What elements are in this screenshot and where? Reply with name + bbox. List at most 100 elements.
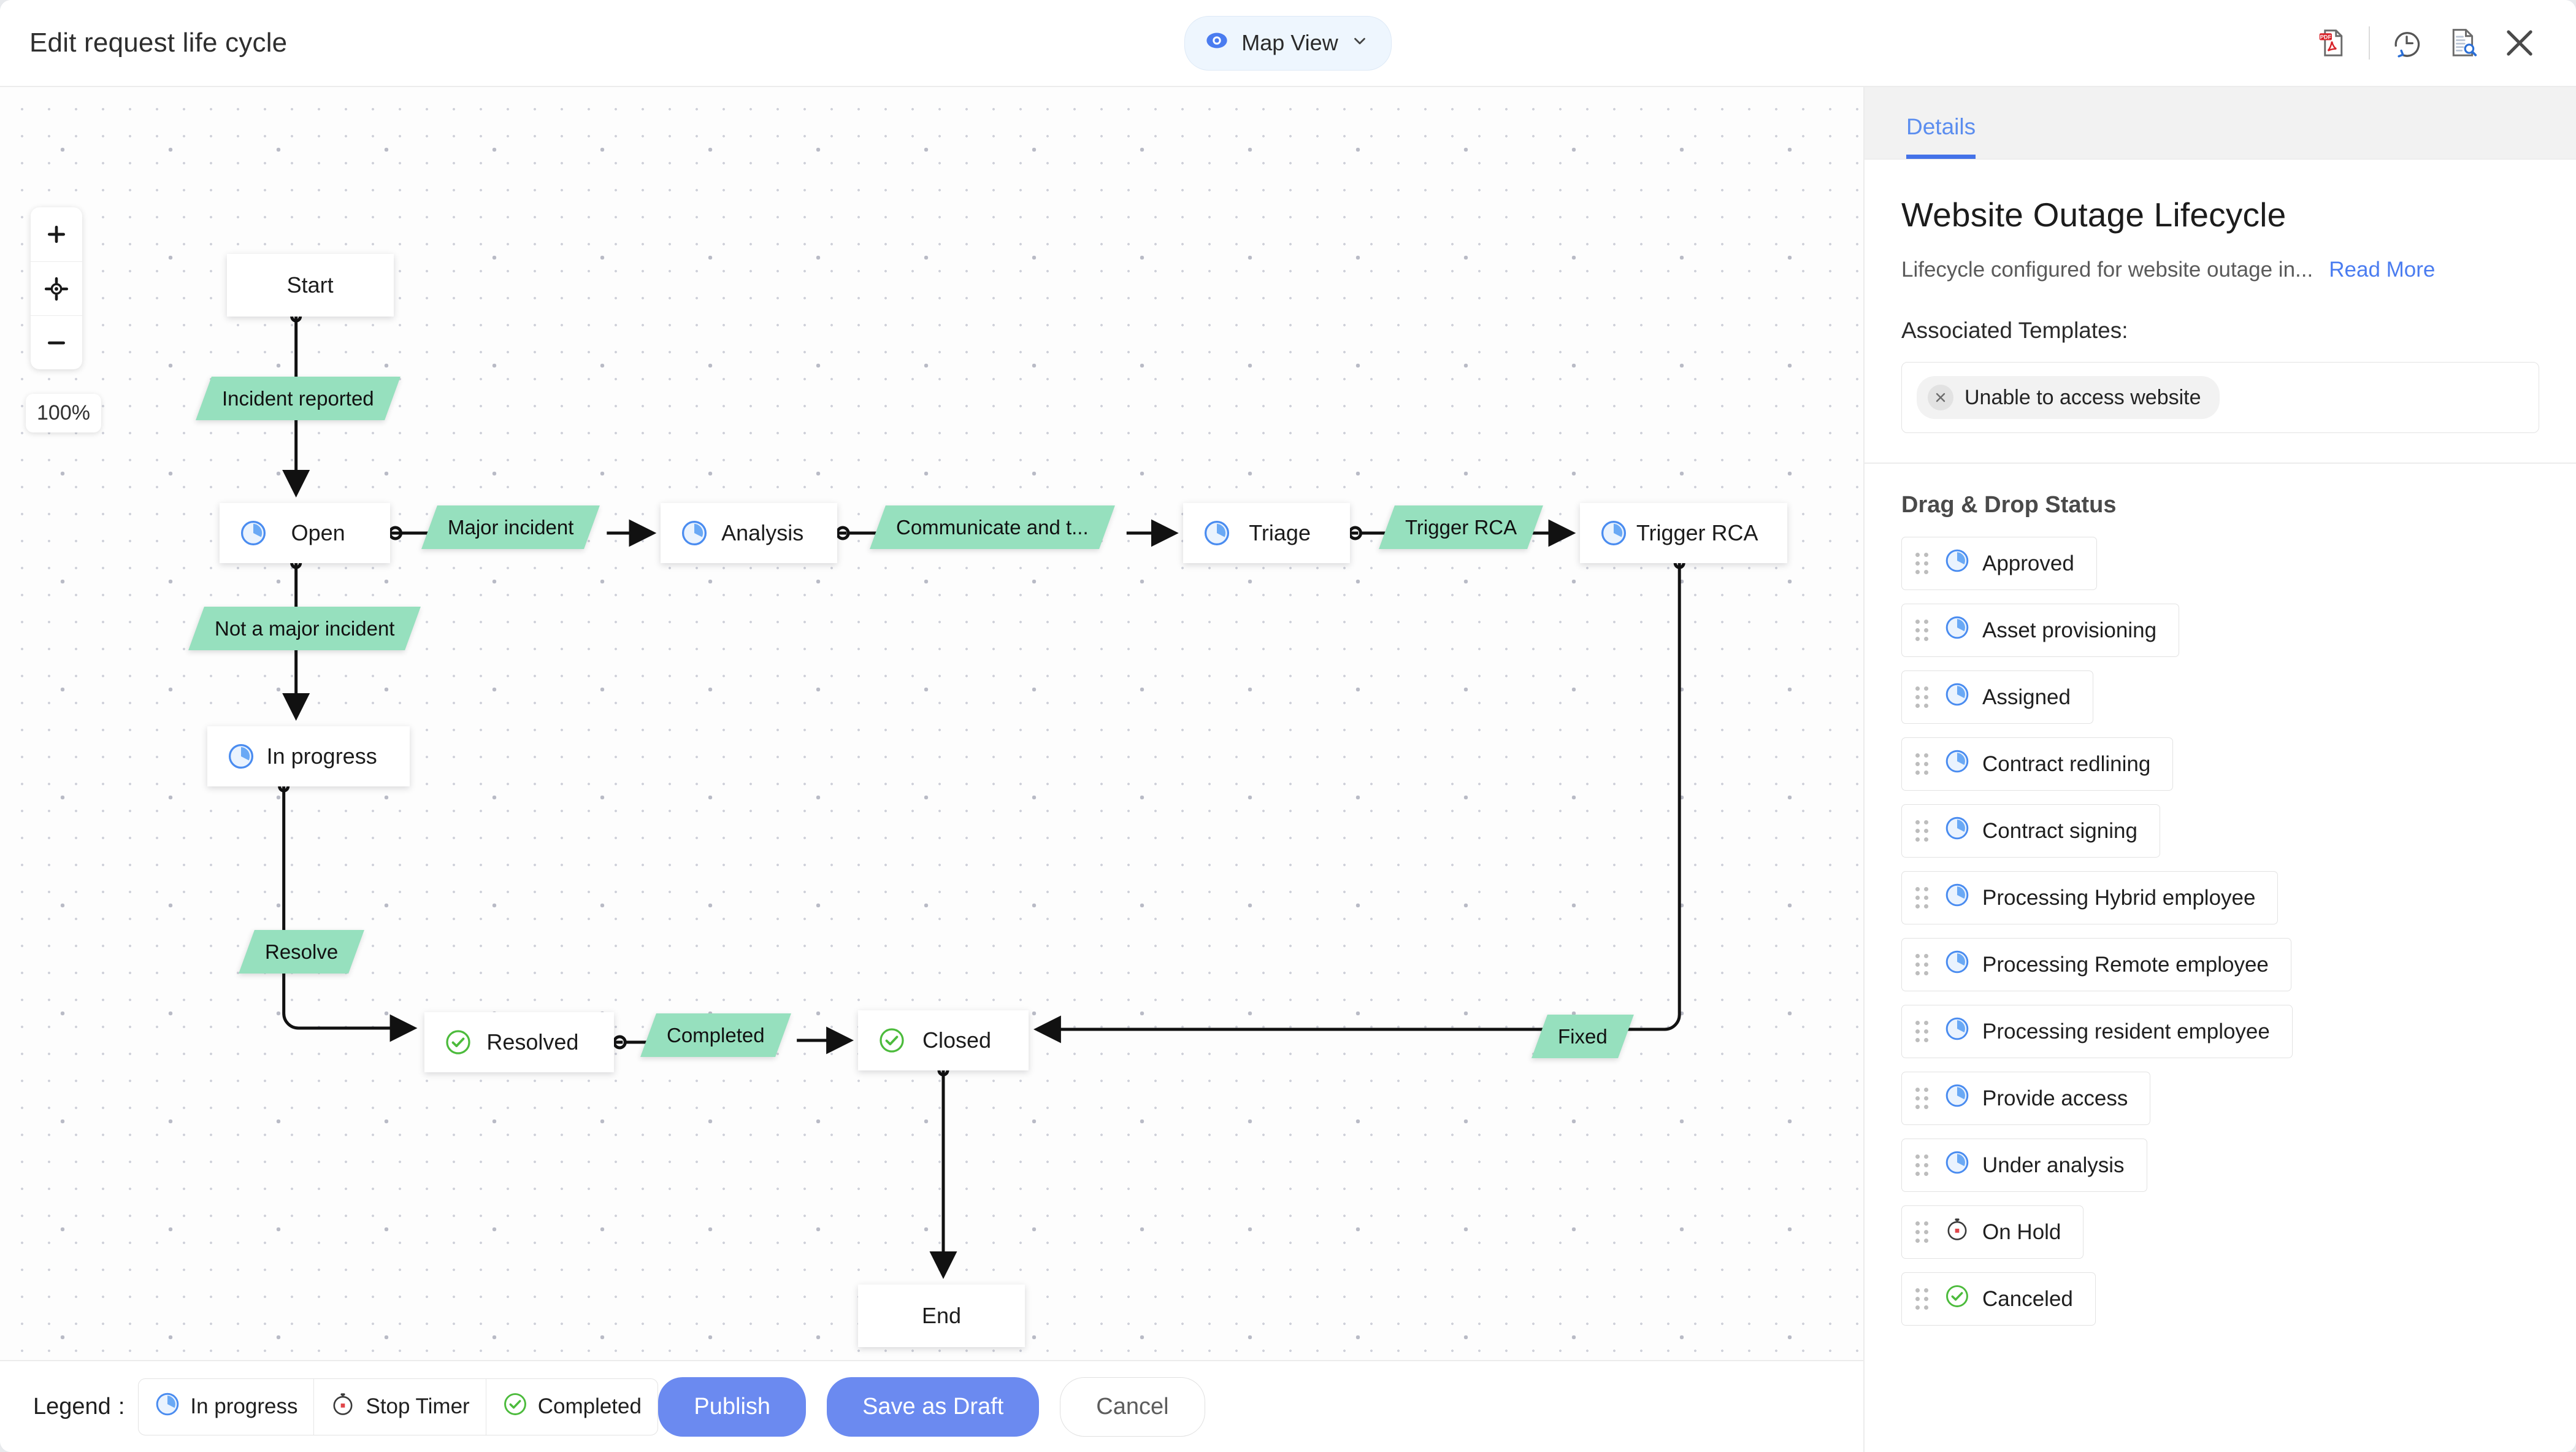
legend-item-completed: Completed bbox=[485, 1378, 657, 1435]
in-progress-icon bbox=[240, 520, 266, 546]
node-status-icon bbox=[239, 519, 267, 547]
status-item-label: Provide access bbox=[1982, 1086, 2128, 1110]
tab-details[interactable]: Details bbox=[1906, 114, 1976, 159]
svg-text:PDF: PDF bbox=[2320, 34, 2332, 40]
completed-icon bbox=[504, 1392, 526, 1415]
node-label: Closed bbox=[922, 1027, 992, 1053]
pdf-export-icon[interactable]: PDF bbox=[2304, 15, 2360, 71]
map-view-button[interactable]: Map View bbox=[1184, 15, 1392, 71]
status-icon bbox=[1944, 1216, 1970, 1248]
edge-label-text: Not a major incident bbox=[214, 617, 395, 640]
node-label: Open bbox=[291, 520, 345, 545]
close-icon[interactable] bbox=[2491, 15, 2548, 71]
node-status-icon bbox=[680, 519, 708, 547]
drag-handle-icon[interactable] bbox=[1915, 1288, 1928, 1310]
zoom-in-button[interactable] bbox=[31, 207, 82, 261]
edge-label-trigger-rca[interactable]: Trigger RCA bbox=[1378, 505, 1543, 549]
status-item-label: Contract signing bbox=[1982, 818, 2137, 843]
status-item-processing-resident-employee[interactable]: Processing resident employee bbox=[1901, 1005, 2293, 1058]
status-item-approved[interactable]: Approved bbox=[1901, 537, 2097, 590]
in-progress-icon bbox=[1945, 950, 1969, 974]
edge-label-resolve[interactable]: Resolve bbox=[238, 930, 364, 974]
node-analysis[interactable]: Analysis bbox=[661, 503, 838, 563]
drag-handle-icon[interactable] bbox=[1915, 820, 1928, 842]
panel-content[interactable]: Website Outage Lifecycle Lifecycle confi… bbox=[1865, 159, 2576, 1452]
status-icon bbox=[1944, 548, 1970, 579]
edge-label-fixed[interactable]: Fixed bbox=[1531, 1015, 1634, 1058]
node-label: In progress bbox=[266, 743, 377, 769]
edge-label-text: Completed bbox=[667, 1024, 765, 1047]
edge-label-not-major-incident[interactable]: Not a major incident bbox=[188, 607, 421, 650]
status-item-asset-provisioning[interactable]: Asset provisioning bbox=[1901, 604, 2180, 657]
status-icon bbox=[1944, 815, 1970, 847]
node-closed[interactable]: Closed bbox=[858, 1010, 1029, 1070]
status-item-contract-signing[interactable]: Contract signing bbox=[1901, 804, 2160, 858]
drag-handle-icon[interactable] bbox=[1915, 1154, 1928, 1176]
window-header: Edit request life cycle Map View bbox=[0, 0, 2576, 87]
status-icon bbox=[1944, 1283, 1970, 1315]
in-progress-icon bbox=[1945, 1017, 1969, 1040]
header-actions: PDF bbox=[2304, 15, 2548, 71]
node-status-icon bbox=[227, 742, 255, 770]
status-item-provide-access[interactable]: Provide access bbox=[1901, 1072, 2151, 1125]
in-progress-icon bbox=[1945, 549, 1969, 572]
legend-item-label: In progress bbox=[190, 1394, 298, 1418]
drag-handle-icon[interactable] bbox=[1915, 686, 1928, 708]
node-status-icon bbox=[1600, 519, 1628, 547]
in-progress-icon bbox=[1601, 520, 1627, 546]
read-more-link[interactable]: Read More bbox=[2329, 258, 2436, 282]
status-item-processing-hybrid-employee[interactable]: Processing Hybrid employee bbox=[1901, 871, 2279, 924]
status-item-contract-redlining[interactable]: Contract redlining bbox=[1901, 737, 2174, 791]
publish-button[interactable]: Publish bbox=[658, 1377, 807, 1437]
lifecycle-title: Website Outage Lifecycle bbox=[1901, 196, 2287, 234]
drag-handle-icon[interactable] bbox=[1915, 954, 1928, 975]
canvas-column: 100% Start Open Analysis Triage Trigger … bbox=[0, 87, 1865, 1452]
lifecycle-canvas[interactable]: 100% Start Open Analysis Triage Trigger … bbox=[0, 87, 1863, 1360]
node-start[interactable]: Start bbox=[226, 254, 394, 317]
save-as-draft-button[interactable]: Save as Draft bbox=[827, 1377, 1040, 1437]
drag-handle-icon[interactable] bbox=[1915, 753, 1928, 775]
zoom-out-button[interactable] bbox=[31, 315, 82, 369]
node-label: End bbox=[921, 1303, 962, 1328]
cancel-button[interactable]: Cancel bbox=[1060, 1377, 1205, 1437]
node-triage[interactable]: Triage bbox=[1183, 503, 1350, 563]
document-search-icon[interactable] bbox=[2435, 15, 2491, 71]
edge-label-major-incident[interactable]: Major incident bbox=[421, 505, 600, 549]
edge-label-communicate[interactable]: Communicate and t... bbox=[870, 505, 1115, 549]
status-item-label: Processing resident employee bbox=[1982, 1019, 2270, 1043]
node-resolved[interactable]: Resolved bbox=[424, 1012, 615, 1072]
status-item-under-analysis[interactable]: Under analysis bbox=[1901, 1139, 2147, 1192]
history-clock-icon[interactable] bbox=[2379, 15, 2435, 71]
status-item-assigned[interactable]: Assigned bbox=[1901, 670, 2093, 724]
edge-label-incident-reported[interactable]: Incident reported bbox=[195, 377, 401, 420]
status-item-label: Processing Remote employee bbox=[1982, 952, 2269, 977]
details-panel: Details Website Outage Lifecycle Lifecyc… bbox=[1865, 87, 2576, 1452]
page-title: Edit request life cycle bbox=[29, 28, 288, 58]
legend-item-in-progress: In progress bbox=[139, 1379, 313, 1435]
drag-handle-icon[interactable] bbox=[1915, 887, 1928, 908]
status-item-on-hold[interactable]: On Hold bbox=[1901, 1205, 2084, 1259]
drag-handle-icon[interactable] bbox=[1915, 1021, 1928, 1042]
drag-handle-icon[interactable] bbox=[1915, 620, 1928, 641]
zoom-reset-button[interactable] bbox=[31, 261, 82, 315]
drag-handle-icon[interactable] bbox=[1915, 553, 1928, 574]
associated-templates-label: Associated Templates: bbox=[1901, 318, 2128, 343]
status-item-processing-remote-employee[interactable]: Processing Remote employee bbox=[1901, 938, 2291, 991]
node-inprog[interactable]: In progress bbox=[207, 726, 410, 786]
status-icon bbox=[1944, 1150, 1970, 1181]
status-item-label: Processing Hybrid employee bbox=[1982, 885, 2256, 910]
legend-colon: : bbox=[118, 1393, 125, 1419]
zoom-controls bbox=[31, 207, 82, 369]
drag-handle-icon[interactable] bbox=[1915, 1221, 1928, 1243]
node-end[interactable]: End bbox=[858, 1285, 1025, 1347]
template-chip[interactable]: Unable to access website bbox=[1917, 376, 2220, 419]
edge-label-completed[interactable]: Completed bbox=[640, 1013, 791, 1057]
remove-template-icon[interactable] bbox=[1928, 385, 1953, 410]
status-item-canceled[interactable]: Canceled bbox=[1901, 1272, 2096, 1326]
node-rca[interactable]: Trigger RCA bbox=[1580, 503, 1788, 563]
header-center-group: Map View bbox=[0, 15, 2576, 71]
node-open[interactable]: Open bbox=[219, 503, 390, 563]
chevron-down-icon bbox=[1351, 30, 1369, 56]
legend-item-stop-timer: Stop Timer bbox=[313, 1378, 485, 1435]
drag-handle-icon[interactable] bbox=[1915, 1088, 1928, 1109]
